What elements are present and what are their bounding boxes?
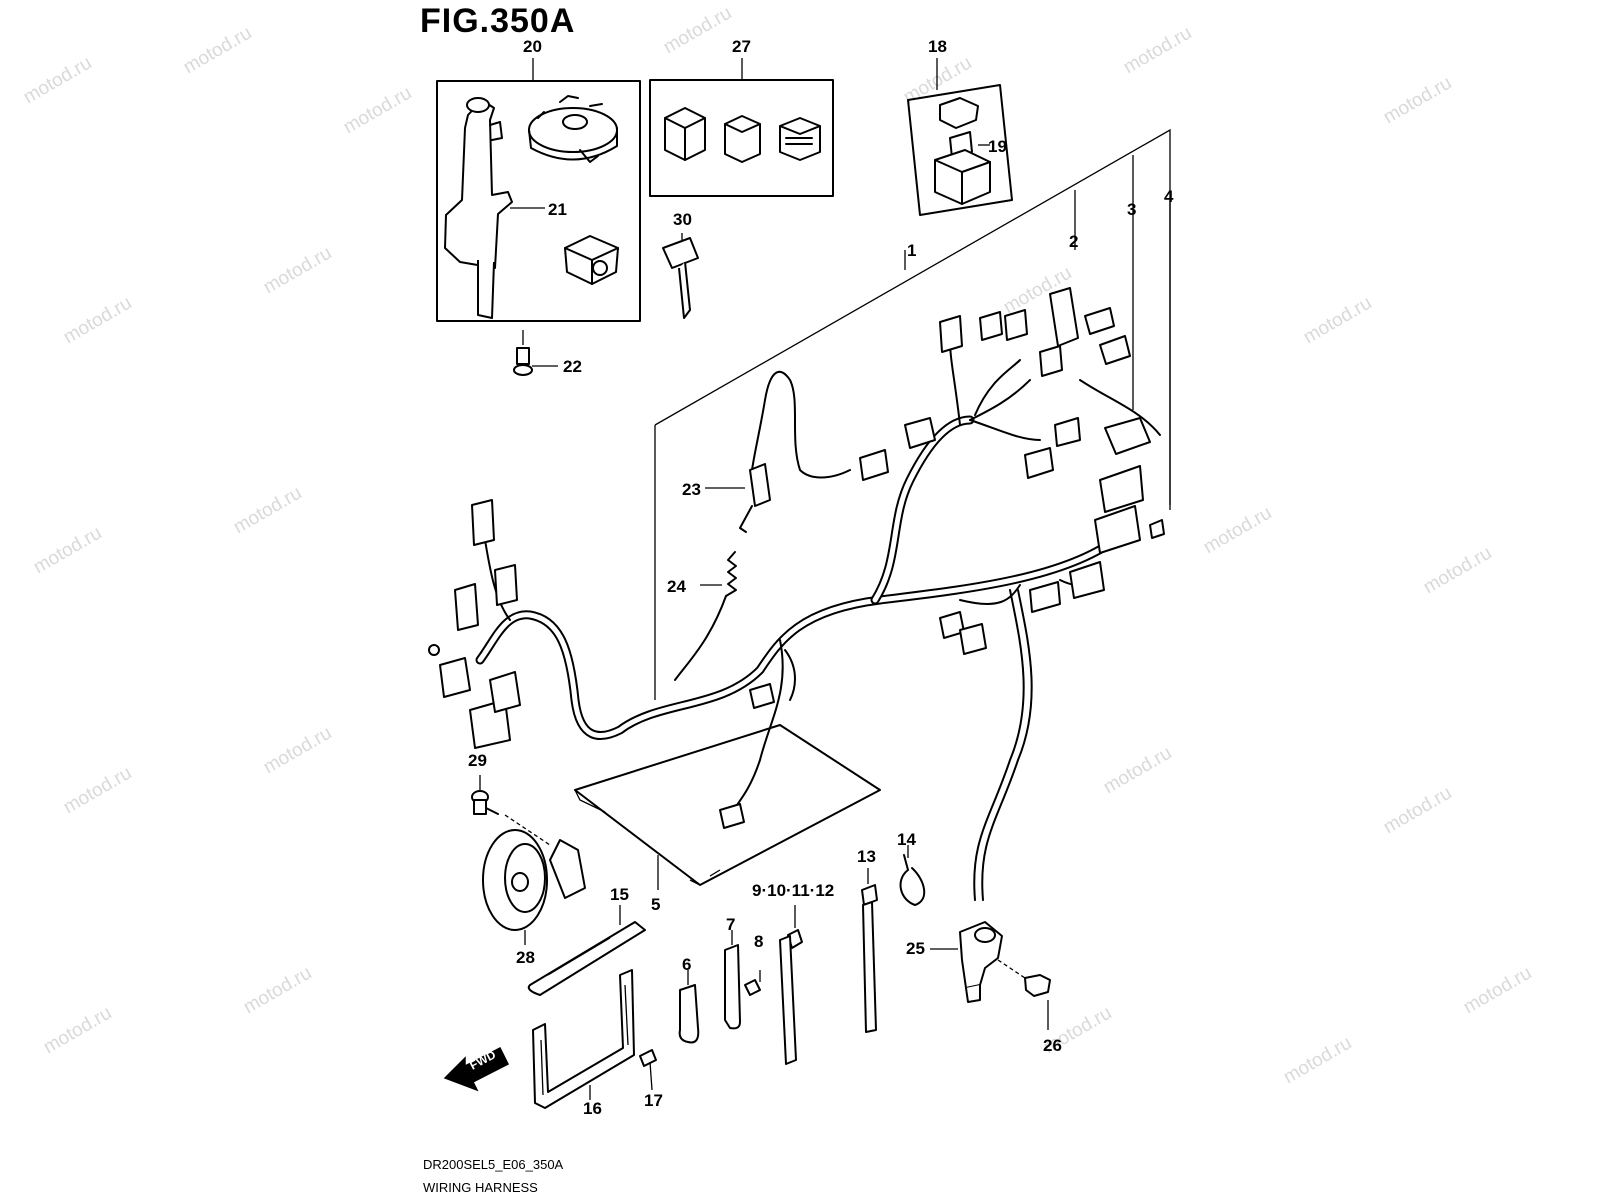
callout-14: 14	[897, 830, 916, 849]
callout-30: 30	[673, 210, 692, 229]
bracket-16	[532, 969, 635, 1109]
bracket-15	[527, 905, 646, 996]
cable-tie-13	[861, 868, 878, 1033]
callout-27: 27	[732, 37, 751, 56]
callout-26: 26	[1043, 1036, 1062, 1055]
callout-15: 15	[610, 885, 629, 904]
callout-1: 1	[907, 241, 917, 260]
ignition-switch-group-box	[436, 58, 641, 322]
clamp-7	[724, 930, 741, 1030]
callout-17: 17	[644, 1091, 663, 1110]
callout-3: 3	[1127, 200, 1137, 219]
callout-6: 6	[682, 955, 692, 974]
callout-8: 8	[754, 932, 764, 951]
cable-tie-9-12	[779, 905, 803, 1065]
callout-22: 22	[563, 357, 582, 376]
callout-2: 2	[1069, 232, 1079, 251]
key-part	[662, 233, 699, 319]
callout-21: 21	[548, 200, 567, 219]
horn-28	[482, 829, 586, 945]
callout-13: 13	[857, 847, 876, 866]
callout-4: 4	[1164, 187, 1174, 206]
screw-22	[513, 330, 558, 376]
screw-8	[744, 970, 761, 996]
callout-16: 16	[583, 1099, 602, 1118]
sensor-25	[930, 921, 1003, 1003]
callout-24: 24	[667, 577, 686, 596]
wiring-harness	[475, 339, 1161, 901]
callout-28: 28	[516, 948, 535, 967]
callout-20: 20	[523, 37, 542, 56]
figure-title: FIG.350A	[420, 2, 576, 40]
callout-18: 18	[928, 37, 947, 56]
connector-group-box	[649, 58, 834, 197]
figure-name: WIRING HARNESS	[423, 1180, 538, 1195]
relay-group-box	[907, 58, 1013, 216]
left-connector-cluster	[428, 499, 521, 749]
callout-5: 5	[651, 895, 661, 914]
bolt-26	[997, 959, 1051, 1030]
clamp-6	[678, 970, 700, 1044]
insulation-sheet-5	[574, 724, 881, 890]
fwd-arrow-icon	[443, 1046, 510, 1092]
callout-29: 29	[468, 751, 487, 770]
callout-25: 25	[906, 939, 925, 958]
callout-9-12: 9·10·11·12	[752, 881, 835, 900]
screw-17	[639, 1049, 657, 1091]
harness-panel-outline	[654, 128, 1171, 700]
callout-23: 23	[682, 480, 701, 499]
callout-7: 7	[726, 915, 736, 934]
harness-connectors	[719, 287, 1165, 829]
brake-switch-23	[705, 463, 771, 533]
bolt-29	[471, 775, 551, 846]
callout-19: 19	[988, 137, 1007, 156]
figure-code: DR200SEL5_E06_350A	[423, 1157, 564, 1172]
spring-24	[674, 551, 737, 681]
clip-14	[899, 845, 926, 906]
